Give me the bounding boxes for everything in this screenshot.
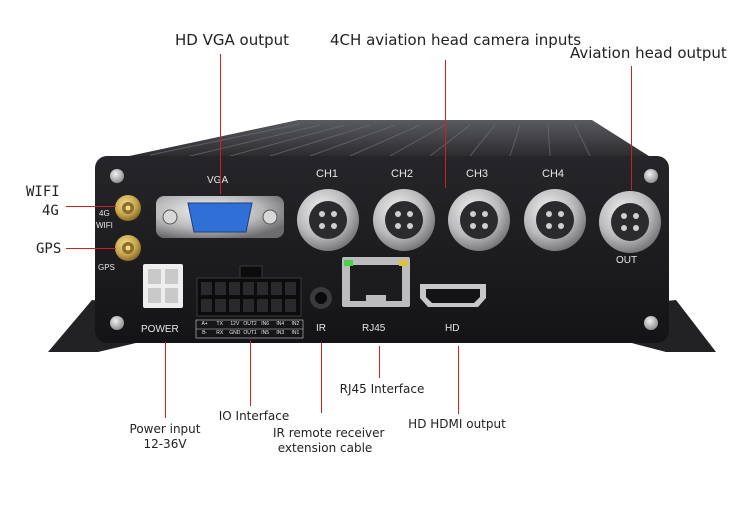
- out-connector: [599, 191, 661, 253]
- io-pin-label: OUT2: [243, 321, 257, 327]
- io-pin-label: IN2: [291, 321, 300, 327]
- vga-port: [156, 196, 284, 238]
- io-pin-label-row-2: B- RX GND OUT1 IN5 IN3 IN1: [197, 329, 303, 338]
- rj45-callout-line: [379, 346, 380, 378]
- fourg-callout: 4G: [42, 203, 59, 219]
- ch4-label: CH4: [542, 168, 564, 180]
- wifi-4g-callout-line: [66, 206, 116, 207]
- io-pin-label: GND: [229, 330, 241, 336]
- io-pin-label: B-: [202, 330, 208, 336]
- aviation-head-output-callout: Aviation head output: [570, 44, 727, 62]
- io-pin-label: OUT1: [243, 330, 257, 336]
- power-input-callout: Power input 12-36V: [117, 422, 213, 452]
- screw-bottom-left: [110, 316, 124, 330]
- antenna-gps-label: GPS: [98, 263, 115, 272]
- hdmi-callout-line: [458, 346, 459, 414]
- antenna-4g-wifi-connector: [115, 195, 141, 221]
- ch4-connector: [524, 189, 586, 251]
- gps-callout-line: [66, 248, 116, 249]
- hd-vga-output-callout: HD VGA output: [175, 31, 289, 49]
- hd-hdmi-output-callout: HD HDMI output: [408, 417, 506, 431]
- device-front-face: [95, 156, 669, 343]
- power-input-line-2: 12-36V: [143, 437, 187, 451]
- hdmi-port: [420, 284, 486, 307]
- wifi-callout: WIFI: [26, 184, 60, 200]
- rj45-interface-callout: RJ45 Interface: [339, 382, 425, 396]
- ch3-connector: [448, 189, 510, 251]
- ch3-label: CH3: [466, 168, 488, 180]
- io-interface-callout: IO Interface: [218, 409, 290, 423]
- ir-jack: [310, 287, 332, 309]
- io-pin-label: RX: [216, 330, 224, 336]
- screw-bottom-right: [644, 316, 658, 330]
- gps-callout: GPS: [36, 241, 62, 257]
- io-pin-label: IN4: [276, 321, 285, 327]
- io-pin-label: IN3: [276, 330, 285, 336]
- screw-top-right: [644, 169, 658, 183]
- heatsink-fins: [149, 123, 591, 157]
- ir-remote-line-2: extension cable: [277, 441, 373, 455]
- device-top-panel: [120, 120, 652, 158]
- io-pin-label: IN5: [261, 330, 270, 336]
- power-callout-line: [165, 342, 166, 418]
- hd-label: HD: [445, 323, 459, 334]
- power-connector: [143, 264, 183, 308]
- io-pin-label: IN1: [291, 330, 300, 336]
- io-pin-label: A+: [201, 321, 208, 327]
- ch2-label: CH2: [391, 168, 413, 180]
- rj45-port: [342, 257, 410, 307]
- screws: [110, 169, 658, 330]
- ir-remote-line-1: IR remote receiver: [273, 426, 385, 440]
- ir-remote-callout: IR remote receiver extension cable: [273, 426, 385, 456]
- vga-label: VGA: [207, 175, 228, 186]
- out-label: OUT: [616, 255, 637, 266]
- rj45-label: RJ45: [362, 323, 386, 334]
- io-callout-line: [250, 340, 251, 406]
- io-pin-label: TX: [216, 321, 223, 327]
- io-pin-label-row-1: A+ TX 12V OUT2 IN6 IN4 IN2: [197, 320, 303, 329]
- io-terminal-block: [196, 265, 302, 317]
- io-pin-labels: [195, 319, 304, 339]
- antenna-wifi-label: WIFI: [96, 221, 113, 230]
- antenna-4g-label: 4G: [99, 209, 110, 218]
- camera-inputs-callout-line: [445, 60, 446, 188]
- screw-top-left: [110, 169, 124, 183]
- power-label: POWER: [141, 324, 179, 335]
- io-pin-label: IN6: [261, 321, 270, 327]
- ir-label: IR: [316, 323, 326, 334]
- ir-callout-line: [321, 343, 322, 413]
- ch1-label: CH1: [316, 168, 338, 180]
- output-callout-line: [631, 66, 632, 190]
- ch1-connector: [297, 189, 359, 251]
- io-pin-label: 12V: [230, 321, 240, 327]
- antenna-gps-connector: [115, 235, 141, 261]
- power-input-line-1: Power input: [129, 422, 201, 436]
- vga-callout-line: [220, 54, 221, 194]
- ch2-connector: [373, 189, 435, 251]
- camera-inputs-callout: 4CH aviation head camera inputs: [330, 31, 582, 49]
